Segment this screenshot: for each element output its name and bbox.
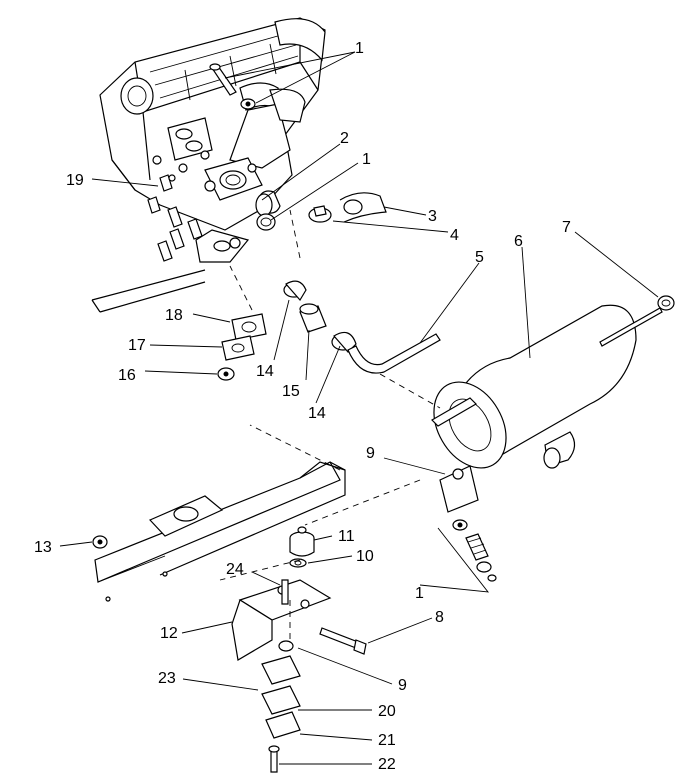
mount-bracket xyxy=(92,526,367,773)
leader-lines xyxy=(59,51,659,765)
callout-1-mid: 1 xyxy=(362,151,371,168)
engine xyxy=(99,17,326,231)
callout-9-lower: 9 xyxy=(398,677,407,694)
callout-7: 7 xyxy=(562,219,571,236)
callout-20: 20 xyxy=(378,703,396,720)
callout-5: 5 xyxy=(475,249,484,266)
callout-3: 3 xyxy=(428,208,437,225)
callout-11: 11 xyxy=(338,528,355,545)
chassis-frame xyxy=(94,461,346,602)
callout-13: 13 xyxy=(34,539,52,556)
spring-stack xyxy=(452,519,497,582)
callout-18: 18 xyxy=(165,307,183,324)
callout-10: 10 xyxy=(356,548,374,565)
callout-1-top: 1 xyxy=(355,40,364,57)
callout-6: 6 xyxy=(514,233,523,250)
callout-15: 15 xyxy=(282,383,300,400)
callout-1-lower: 1 xyxy=(415,585,424,602)
callout-24: 24 xyxy=(226,561,244,578)
callout-22: 22 xyxy=(378,756,396,773)
callout-14-left: 14 xyxy=(256,363,274,380)
callout-21: 21 xyxy=(378,732,396,749)
muffler xyxy=(431,295,675,513)
frame-rail-upper xyxy=(91,269,206,313)
callout-12: 12 xyxy=(160,625,178,642)
callout-2: 2 xyxy=(340,130,349,147)
callout-9-upper: 9 xyxy=(366,445,375,462)
callout-19: 19 xyxy=(66,172,84,189)
exhaust-parts xyxy=(217,190,441,381)
callout-23: 23 xyxy=(158,670,176,687)
callout-8: 8 xyxy=(435,609,444,626)
mounting-studs xyxy=(147,174,250,263)
callout-16: 16 xyxy=(118,367,136,384)
callout-14-right: 14 xyxy=(308,405,326,422)
callout-labels: 1 2 1 3 4 5 6 7 19 18 17 16 14 15 14 9 1… xyxy=(34,40,571,773)
callout-4: 4 xyxy=(450,227,459,244)
callout-17: 17 xyxy=(128,337,146,354)
